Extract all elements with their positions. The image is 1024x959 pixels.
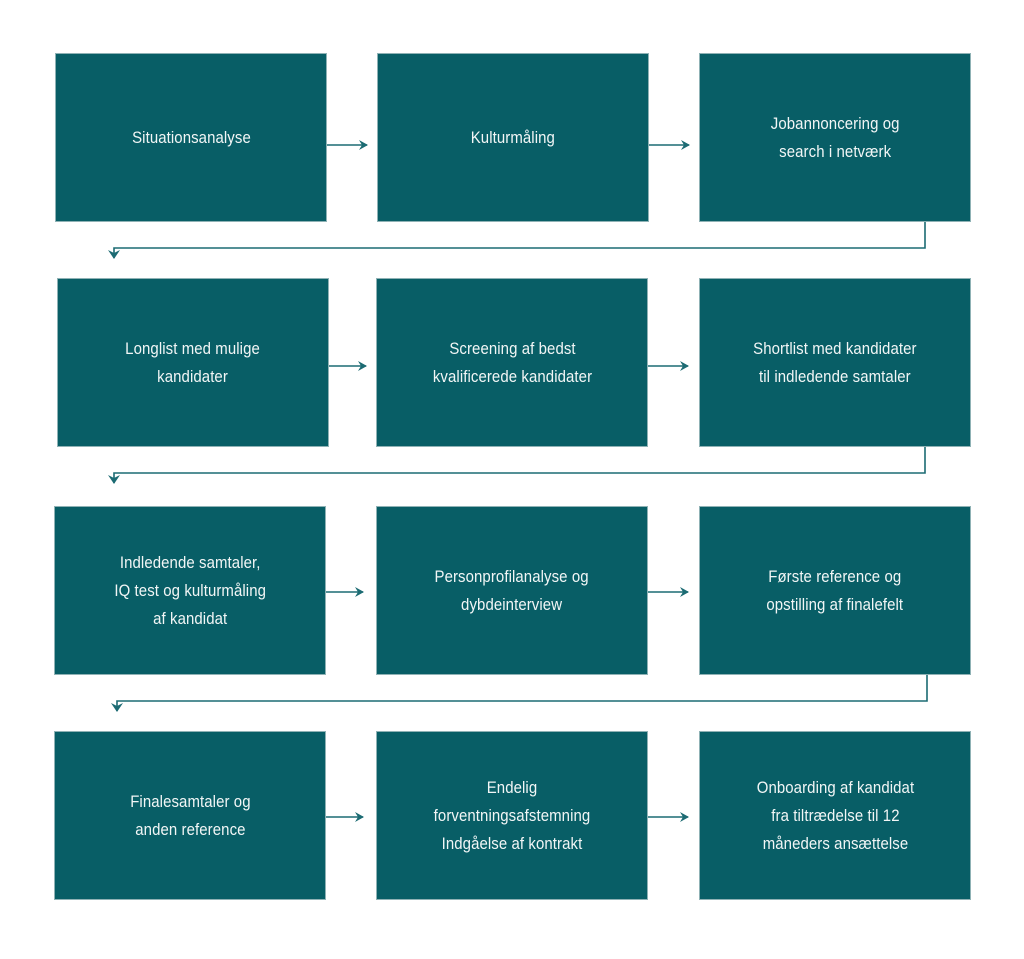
- step-label: Første reference og opstilling af finale…: [766, 566, 904, 614]
- step-box-onboarding: Onboarding af kandidat fra tiltrædelse t…: [699, 731, 971, 900]
- step-label: Endelig forventningsafstemning Indgåelse…: [433, 777, 591, 853]
- step-box-jobannoncering: Jobannoncering og search i netværk: [699, 53, 971, 222]
- step-box-longlist: Longlist med mulige kandidater: [57, 278, 329, 447]
- step-label: Longlist med mulige kandidater: [125, 338, 261, 386]
- step-box-personprofilanalyse: Personprofilanalyse og dybdeinterview: [376, 506, 648, 675]
- step-box-kulturmaaling: Kulturmåling: [377, 53, 649, 222]
- step-label: Finalesamtaler og anden reference: [129, 791, 251, 839]
- step-box-foerste-reference: Første reference og opstilling af finale…: [699, 506, 971, 675]
- wrap-connector: [111, 675, 928, 712]
- step-label: Kulturmåling: [470, 127, 556, 147]
- step-box-situationsanalyse: Situationsanalyse: [55, 53, 327, 222]
- wrap-connector: [108, 222, 926, 259]
- step-box-endelig-forventningsafstemning: Endelig forventningsafstemning Indgåelse…: [376, 731, 648, 900]
- step-label: Shortlist med kandidater til indledende …: [753, 338, 917, 386]
- step-box-shortlist: Shortlist med kandidater til indledende …: [699, 278, 971, 447]
- step-label: Onboarding af kandidat fra tiltrædelse t…: [756, 777, 914, 853]
- step-box-finalesamtaler: Finalesamtaler og anden reference: [54, 731, 326, 900]
- step-label: Jobannoncering og search i netværk: [770, 113, 900, 161]
- step-box-screening: Screening af bedst kvalificerede kandida…: [376, 278, 648, 447]
- wrap-connector: [108, 447, 926, 484]
- step-label: Situationsanalyse: [131, 127, 251, 147]
- step-label: Indledende samtaler, IQ test og kulturmå…: [114, 552, 266, 628]
- step-label: Personprofilanalyse og dybdeinterview: [434, 566, 590, 614]
- step-label: Screening af bedst kvalificerede kandida…: [432, 338, 592, 386]
- step-box-indledende-samtaler: Indledende samtaler, IQ test og kulturmå…: [54, 506, 326, 675]
